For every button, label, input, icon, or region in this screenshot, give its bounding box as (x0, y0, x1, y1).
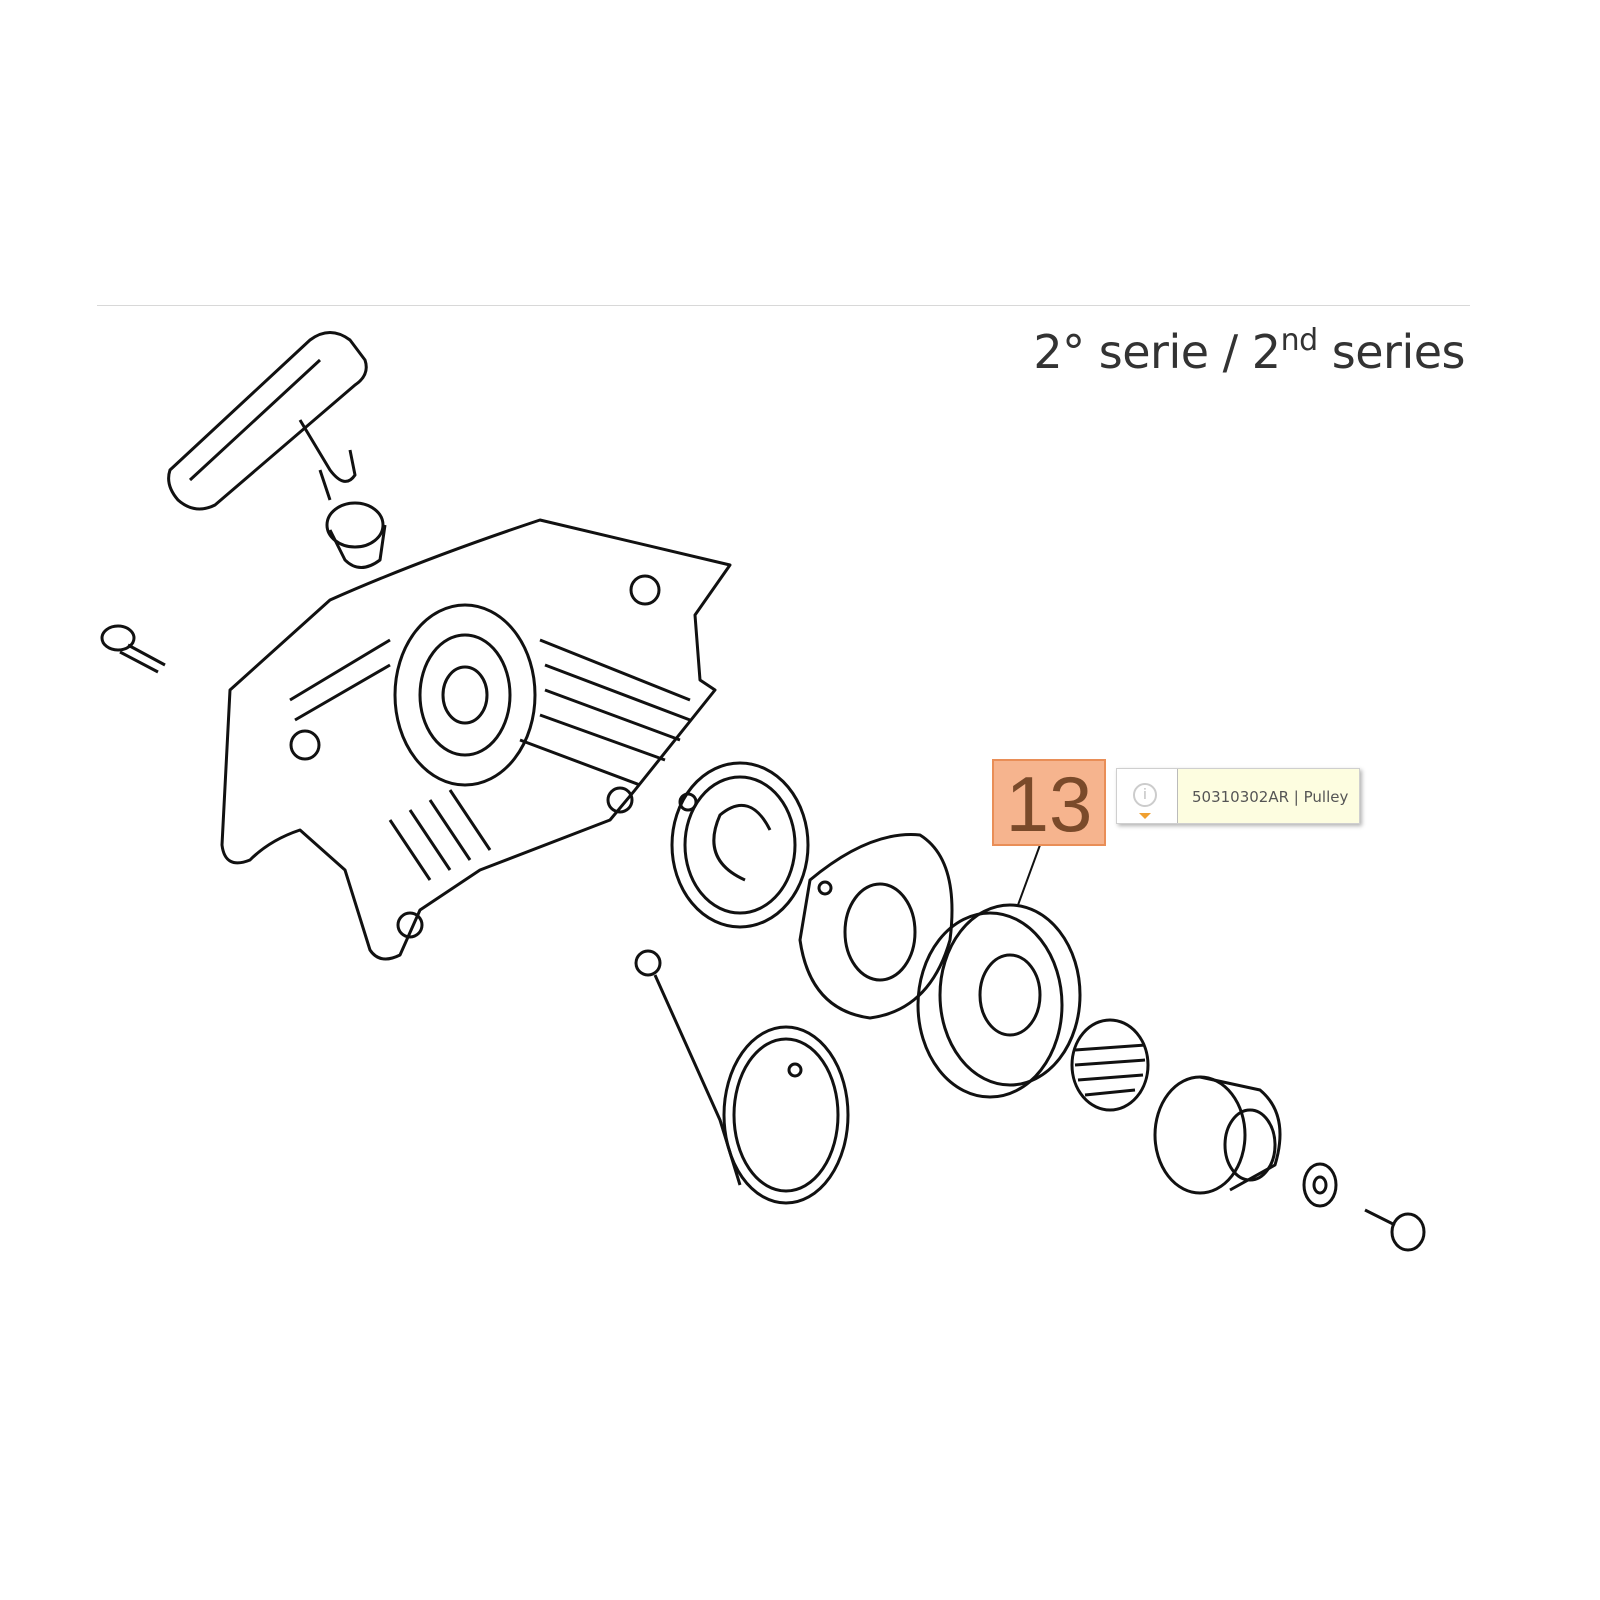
screw-left[interactable] (100, 624, 166, 674)
pawl-spring[interactable] (1070, 1018, 1150, 1112)
part-number-callout[interactable]: 13 (992, 759, 1106, 848)
small-washer[interactable] (1302, 1162, 1338, 1208)
pulley[interactable] (916, 844, 1082, 1099)
pulley-hub[interactable] (1153, 1075, 1282, 1195)
starter-housing[interactable] (220, 518, 732, 961)
series-title: 2° serie / 2nd series (1033, 325, 1465, 379)
part-tooltip: i 50310302AR | Pulley (1116, 768, 1360, 824)
rope-guide-bushing[interactable] (325, 501, 387, 569)
washer-plate[interactable] (798, 833, 954, 1020)
divider (97, 305, 1470, 306)
spring-cassette[interactable] (670, 761, 810, 929)
screw-right[interactable] (1364, 1208, 1426, 1252)
info-icon: i (1117, 769, 1178, 823)
tooltip-text: 50310302AR | Pulley (1192, 788, 1349, 806)
title-text: 2° serie / 2 (1033, 325, 1281, 379)
starter-handle[interactable] (167, 331, 368, 511)
starter-rope[interactable] (634, 949, 850, 1205)
title-text-end: series (1317, 325, 1466, 379)
title-superscript: nd (1280, 323, 1319, 358)
